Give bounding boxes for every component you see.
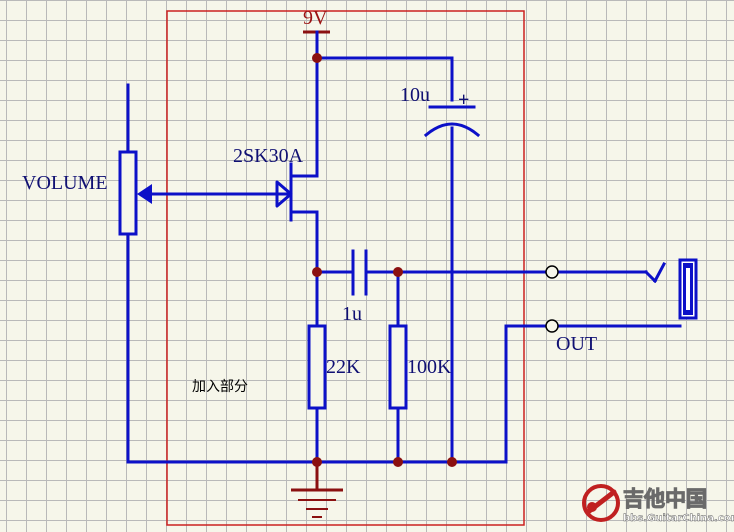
capacitor-10u — [423, 105, 481, 464]
ground-symbol — [291, 462, 343, 518]
output-label: OUT — [556, 333, 597, 355]
watermark: 吉他中国 bbs.GuitarChina.com — [582, 484, 734, 524]
guitar-logo-icon — [582, 484, 620, 522]
capacitor-10u-label: 10u — [400, 84, 430, 106]
jack-pin-tip — [545, 265, 559, 279]
watermark-title: 吉他中国 — [623, 487, 707, 511]
ground-rail — [126, 324, 548, 464]
resistor-100k — [388, 324, 408, 464]
jack-pin-sleeve — [545, 319, 559, 333]
top-rail-wire — [315, 56, 454, 102]
junction-dots — [312, 53, 457, 467]
supply-label: 9V — [303, 7, 328, 29]
output-jack — [545, 258, 698, 333]
volume-label: VOLUME — [22, 172, 108, 194]
resistor-22k-label: 22K — [326, 356, 361, 378]
resistor-100k-label: 100K — [407, 356, 452, 378]
jfet-2sk30a — [148, 56, 319, 274]
volume-potentiometer — [118, 83, 152, 464]
capacitor-polarity-label: + — [458, 89, 469, 111]
added-section-frame — [166, 10, 525, 526]
watermark-url: bbs.GuitarChina.com — [623, 513, 734, 524]
capacitor-1u-label: 1u — [342, 303, 362, 325]
added-section-label: 加入部分 — [192, 379, 248, 395]
resistor-22k — [307, 270, 327, 464]
transistor-label: 2SK30A — [233, 145, 304, 167]
